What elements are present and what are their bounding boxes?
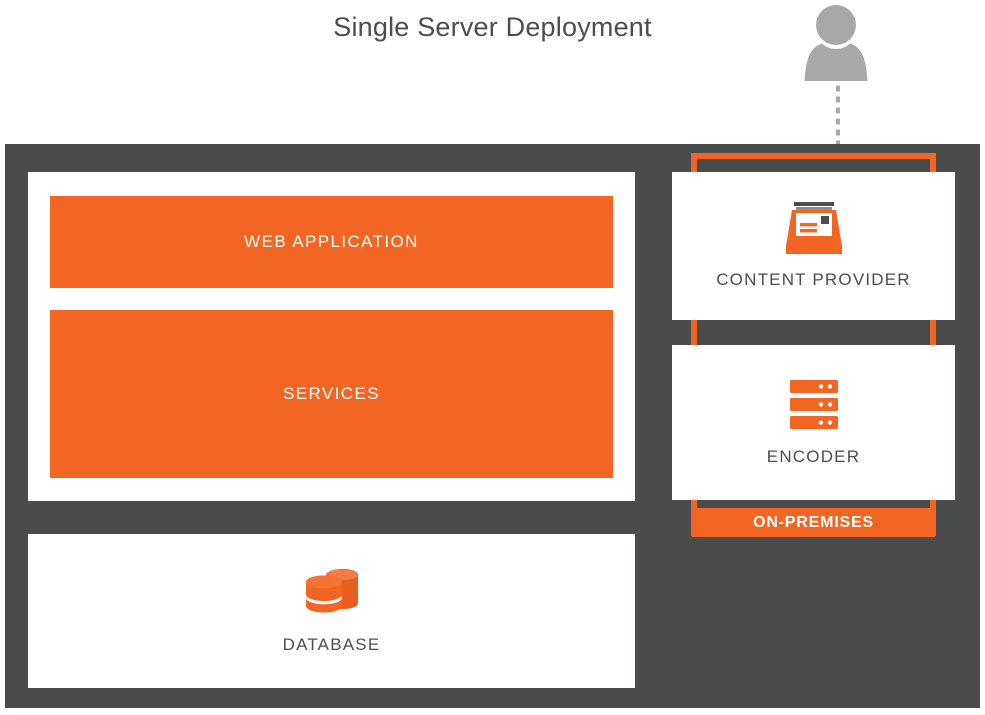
encoder-card[interactable]: ENCODER — [672, 345, 955, 500]
actor-connector-line — [836, 82, 840, 144]
web-application-label: WEB APPLICATION — [244, 232, 419, 251]
on-premises-banner: ON-PREMISES — [692, 508, 935, 537]
content-provider-card[interactable]: CONTENT PROVIDER — [672, 172, 955, 320]
services-block[interactable]: SERVICES — [50, 310, 613, 478]
services-label: SERVICES — [283, 384, 380, 403]
encoder-icon — [789, 379, 838, 431]
encoder-label: ENCODER — [766, 446, 861, 466]
database-icon — [305, 567, 358, 617]
content-provider-label: CONTENT PROVIDER — [716, 270, 911, 289]
content-provider-icon — [785, 202, 842, 254]
database-card[interactable]: DATABASE — [28, 534, 635, 688]
database-label: DATABASE — [282, 635, 381, 654]
page-title: Single Server Deployment — [333, 12, 652, 42]
on-premises-label: ON-PREMISES — [753, 513, 874, 531]
user-icon — [800, 3, 872, 83]
web-application-block[interactable]: WEB APPLICATION — [50, 196, 613, 288]
